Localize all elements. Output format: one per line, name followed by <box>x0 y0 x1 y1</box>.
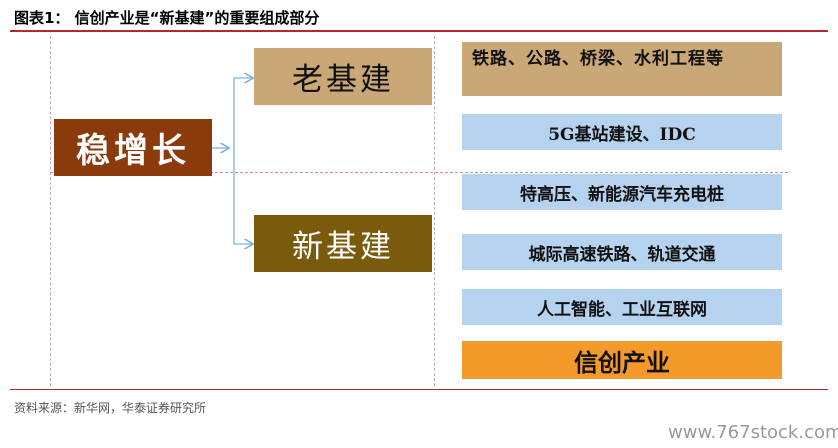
old-infra-node: 老基建 <box>254 48 432 105</box>
source-note: 资料来源：新华网，华泰证券研究所 <box>14 401 207 415</box>
item-uhv-charging: 特高压、新能源汽车充电桩 <box>462 174 782 210</box>
left-guide-line <box>50 36 51 386</box>
right-guide-line <box>434 36 435 386</box>
title-rule <box>10 30 828 32</box>
divider-line <box>50 172 788 173</box>
branch-old-connector <box>233 78 252 148</box>
figure-title: 图表1： 信创产业是“新基建”的重要组成部分 <box>14 9 320 27</box>
watermark: www.767stock.com <box>668 422 838 443</box>
item-intercity-rail: 城际高速铁路、轨道交通 <box>462 234 782 270</box>
item-5g-idc: 5G基站建设、IDC <box>462 114 782 150</box>
source-rule <box>10 389 828 390</box>
root-node: 稳增长 <box>54 119 212 176</box>
branch-new-connector <box>233 148 252 244</box>
item-xinchuang: 信创产业 <box>462 341 782 379</box>
new-infra-node: 新基建 <box>254 215 432 272</box>
item-ai-iiot: 人工智能、工业互联网 <box>462 289 782 325</box>
item-traditional-infra: 铁路、公路、桥梁、水利工程等 <box>462 42 782 96</box>
